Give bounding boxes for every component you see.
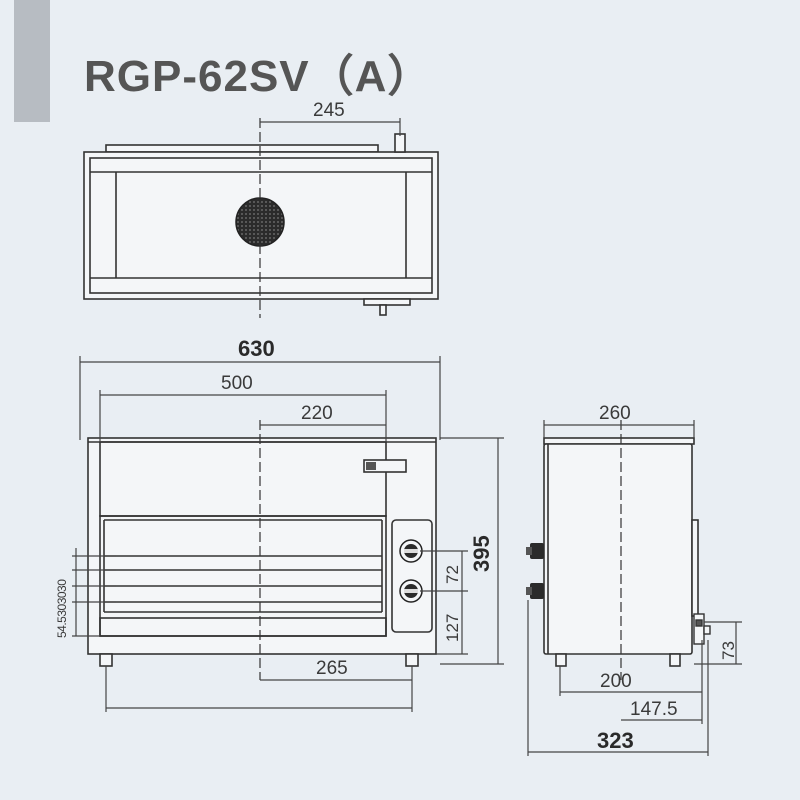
dim-label-rack-pitch: 54.5303030	[55, 579, 69, 638]
dim-label-260: 260	[599, 403, 631, 424]
dim-label-220: 220	[301, 403, 333, 424]
dim-label-73: 73	[719, 641, 738, 660]
knob-icon	[399, 579, 423, 603]
dim-label-323: 323	[597, 728, 634, 753]
dim-label-500: 500	[221, 373, 253, 394]
knob-icon	[526, 543, 544, 559]
dim-line-245	[260, 118, 401, 136]
dim-label-72: 72	[443, 565, 462, 584]
knob-icon	[399, 539, 423, 563]
dim-label-245: 245	[313, 100, 345, 121]
front-view	[87, 437, 437, 667]
gas-connector-icon	[693, 613, 711, 645]
dim-label-395: 395	[469, 535, 494, 572]
dim-label-147-5: 147.5	[630, 699, 678, 720]
dim-label-127: 127	[443, 613, 462, 642]
side-view	[543, 437, 699, 667]
side-dimensions	[527, 420, 742, 756]
dim-label-630: 630	[238, 336, 275, 361]
title-accent-bar	[14, 0, 50, 122]
dim-label-200: 200	[600, 671, 632, 692]
model-title: RGP-62SV（A）	[84, 52, 433, 101]
dim-label-265: 265	[316, 658, 348, 679]
front-dimensions	[72, 356, 504, 712]
knob-icon	[526, 583, 544, 599]
